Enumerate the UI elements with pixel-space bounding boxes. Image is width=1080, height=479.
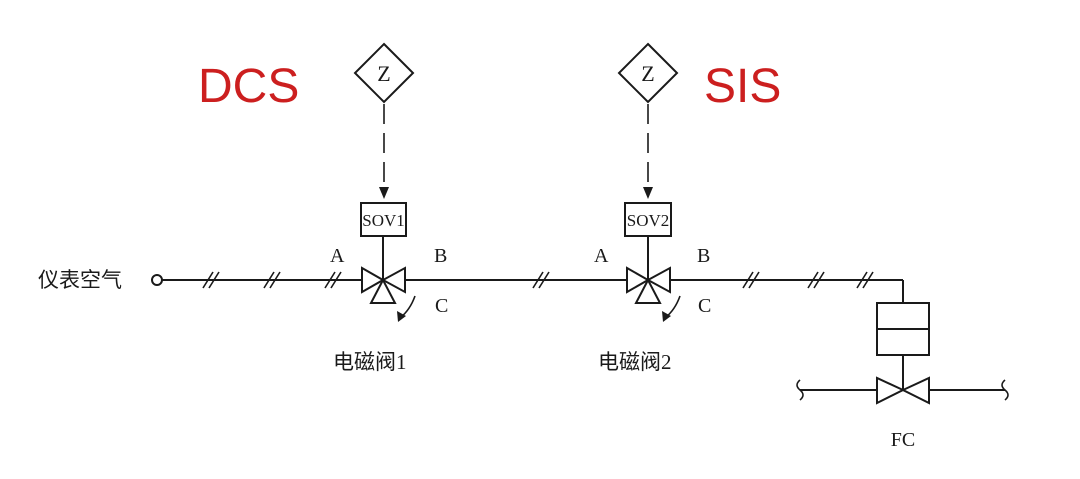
valve2-name: 电磁阀2	[598, 350, 672, 374]
control-valve-icon	[796, 376, 1009, 405]
z1-label: Z	[377, 61, 390, 86]
solenoid-valve-1-icon	[361, 266, 416, 322]
actuator-icon	[876, 302, 930, 390]
port-b2-label: B	[697, 245, 710, 267]
fail-position-label: FC	[891, 429, 915, 451]
port-c2-label: C	[698, 295, 711, 317]
valve1-name: 电磁阀1	[333, 350, 407, 374]
solenoid-valve-2-icon	[626, 266, 681, 322]
sis-label: SIS	[704, 60, 781, 113]
port-c1-label: C	[435, 295, 448, 317]
sov2-box: SOV2	[624, 202, 672, 237]
signal-line-2	[643, 104, 653, 199]
sov2-label: SOV2	[627, 211, 670, 230]
port-a1-label: A	[330, 245, 345, 267]
sov1-label: SOV1	[362, 211, 405, 230]
z2-label: Z	[641, 61, 654, 86]
signal-source-2-icon: Z	[617, 42, 679, 104]
sov1-box: SOV1	[360, 202, 407, 237]
pneumatic-line	[162, 271, 904, 303]
air-inlet-icon	[151, 274, 163, 286]
signal-line-1	[379, 104, 389, 199]
port-a2-label: A	[594, 245, 609, 267]
air-supply-label: 仪表空气	[38, 268, 122, 292]
port-b1-label: B	[434, 245, 447, 267]
dcs-label: DCS	[198, 60, 299, 113]
signal-source-1-icon: Z	[353, 42, 415, 104]
